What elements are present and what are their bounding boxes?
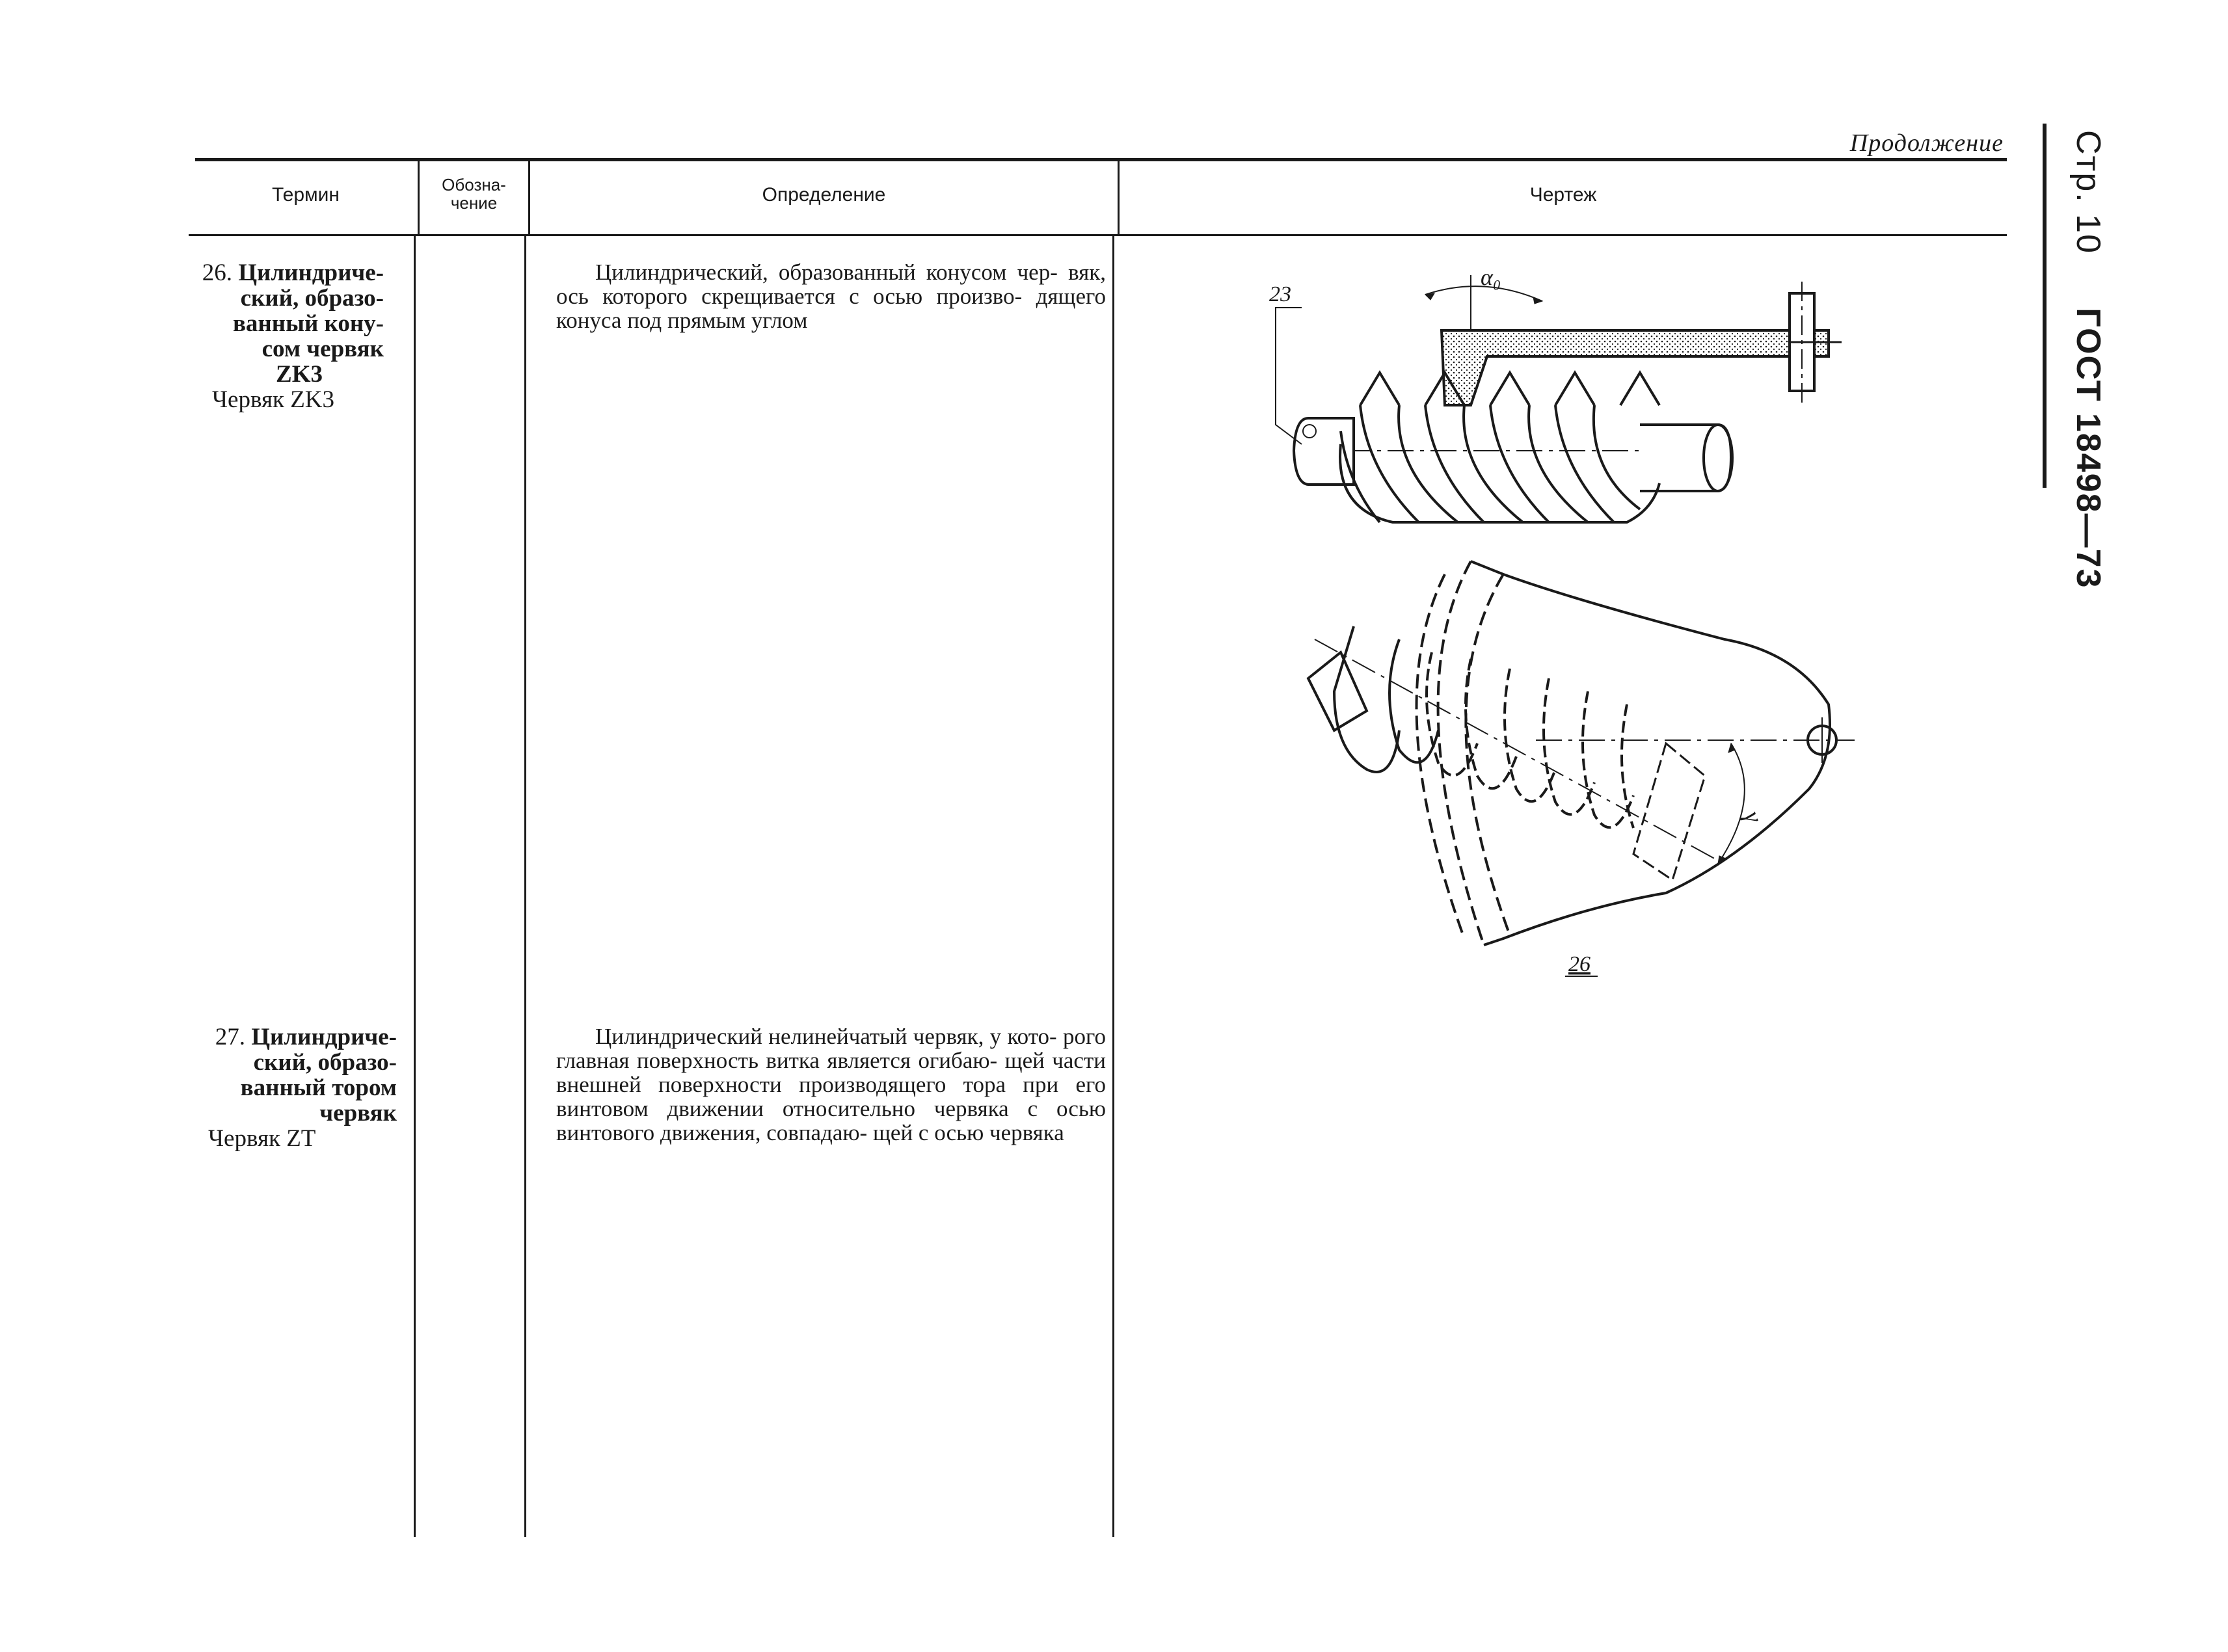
term-27-line-4: червяк	[319, 1100, 397, 1126]
tool-outline	[1470, 560, 1831, 946]
term-26: 26. Цилиндриче- ский, образо- ванный кон…	[189, 260, 384, 412]
header-definition: Определение	[762, 184, 886, 206]
upper-worm-view	[1275, 275, 1842, 524]
header-drawing: Чертеж	[1529, 184, 1597, 206]
lower-worm-view	[1306, 560, 1855, 946]
term-26-line-3: ванный кону-	[232, 310, 384, 337]
definition-26: Цилиндрический, образованный конусом чер…	[556, 260, 1106, 333]
table-top-rule	[195, 158, 2007, 161]
standard-number: ГОСТ 18498—73	[2069, 308, 2107, 589]
term-26-short-name: Червяк ZK3	[212, 386, 335, 413]
angle-gamma-label: γ	[1739, 808, 1768, 827]
drawing-label-26: 26	[1568, 952, 1590, 976]
term-26-line-2: ский, образо-	[240, 285, 384, 312]
angle-alpha-label: α₀	[1481, 264, 1501, 290]
column-divider-3	[1112, 236, 1114, 1537]
term-26-line-1: Цилиндриче-	[238, 260, 384, 286]
drawing-label-23: 23	[1269, 282, 1291, 306]
page-number: Стр. 10	[2069, 130, 2107, 255]
term-26-number: 26.	[202, 260, 233, 286]
column-divider-1	[414, 236, 416, 1537]
sidebar-text: Стр. 10 ГОСТ 18498—73	[2069, 130, 2108, 589]
worm-drawing-26: 23 α₀ γ 26	[1269, 264, 1855, 977]
worm-threads	[1339, 370, 1661, 524]
definition-27: Цилиндрический нелинейчатый червяк, у ко…	[556, 1024, 1107, 1145]
conical-tool	[1440, 282, 1842, 406]
term-27-line-3: ванный тором	[240, 1074, 397, 1101]
term-26-line-5: ZK3	[276, 361, 323, 388]
term-27-short-name: Червяк ZT	[208, 1125, 316, 1152]
continuation-label: Продолжение	[1849, 129, 2004, 157]
term-26-line-4: сом червяк	[262, 336, 384, 362]
term-27-number: 27.	[215, 1024, 246, 1050]
header-divider-1	[418, 161, 420, 234]
sidebar-rule	[2043, 124, 2047, 488]
term-27-line-1: Цилиндриче-	[251, 1024, 397, 1050]
column-divider-2	[524, 236, 526, 1537]
term-27-line-2: ский, образо-	[253, 1049, 397, 1076]
table-header-rule	[189, 234, 2007, 236]
header-term: Термин	[272, 184, 340, 206]
header-divider-3	[1118, 161, 1120, 234]
header-divider-2	[528, 161, 530, 234]
left-shaft-dot	[1302, 424, 1317, 438]
term-27: 27. Цилиндриче- ский, образо- ванный тор…	[189, 1024, 397, 1151]
header-designation: Обозна- чение	[442, 175, 506, 213]
page-sidebar: Стр. 10 ГОСТ 18498—73	[2004, 130, 2107, 589]
